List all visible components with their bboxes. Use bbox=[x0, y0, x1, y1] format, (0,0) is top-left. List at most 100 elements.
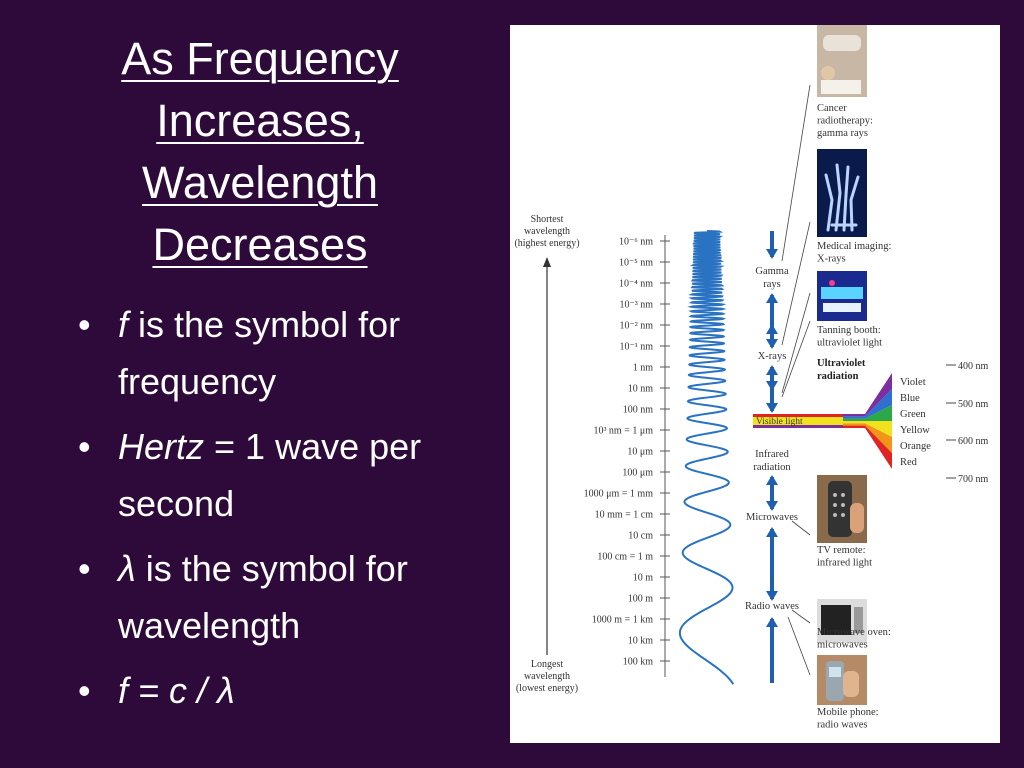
scale-label: 10 nm bbox=[628, 384, 654, 395]
scale-label: 1000 μm = 1 mm bbox=[584, 489, 654, 500]
svg-text:wavelength: wavelength bbox=[524, 671, 570, 682]
band-arrowhead bbox=[766, 381, 778, 391]
band-arrowhead bbox=[766, 365, 778, 375]
band-arrowhead bbox=[766, 403, 778, 413]
xray-hand-photo bbox=[817, 149, 867, 237]
scale-label: 1 nm bbox=[633, 363, 654, 374]
example-caption: Microwave oven: bbox=[817, 627, 891, 638]
scale-label: 10 m bbox=[633, 573, 654, 584]
example-caption: microwaves bbox=[817, 640, 868, 651]
color-name-green: Green bbox=[900, 409, 926, 420]
bullet-list: f is the symbol for frequency Hertz = 1 … bbox=[78, 296, 478, 727]
svg-text:Longest: Longest bbox=[531, 659, 563, 670]
band-labels: Gamma rays X-rays Infrared radiation Mic… bbox=[745, 266, 799, 612]
band-arrowhead bbox=[766, 249, 778, 259]
radiotherapy-photo bbox=[817, 25, 867, 97]
color-name-red: Red bbox=[900, 457, 918, 468]
nm-label: 600 nm bbox=[958, 436, 989, 447]
band-label-infrared-1: Infrared bbox=[755, 449, 790, 460]
example-caption: radio waves bbox=[817, 720, 867, 731]
svg-text:Ultraviolet: Ultraviolet bbox=[817, 358, 866, 369]
example-caption: Tanning booth: bbox=[817, 325, 881, 336]
band-arrowhead bbox=[766, 293, 778, 303]
nm-label: 500 nm bbox=[958, 399, 989, 410]
color-name-blue: Blue bbox=[900, 393, 920, 404]
spectrum-color-violet bbox=[843, 373, 892, 417]
wave-curve bbox=[678, 230, 735, 685]
svg-text:(lowest energy): (lowest energy) bbox=[516, 683, 578, 694]
visible-spectrum-fan bbox=[843, 373, 892, 469]
band-label-visible: Visible light bbox=[756, 417, 803, 427]
example-caption: TV remote: bbox=[817, 545, 866, 556]
scale-label: 10 mm = 1 cm bbox=[595, 510, 654, 521]
title-line-1: As Frequency bbox=[121, 33, 399, 84]
example-caption: Mobile phone: bbox=[817, 707, 879, 718]
band-label-gamma-1: Gamma bbox=[755, 266, 789, 277]
spectrum-color-yellow bbox=[843, 421, 892, 437]
color-name-yellow: Yellow bbox=[900, 425, 930, 436]
scale-label: 10⁻³ nm bbox=[619, 300, 653, 311]
band-arrowhead bbox=[766, 324, 778, 334]
band-label-microwaves: Microwaves bbox=[746, 512, 798, 523]
band-label-radio: Radio waves bbox=[745, 601, 799, 612]
spectrum-color-orange bbox=[843, 423, 892, 453]
svg-text:(highest energy): (highest energy) bbox=[514, 238, 579, 249]
band-arrowhead bbox=[766, 527, 778, 537]
scale-label: 1000 m = 1 km bbox=[592, 615, 653, 626]
band-label-infrared-2: radiation bbox=[753, 462, 791, 473]
scale-label: 10 μm bbox=[627, 447, 653, 458]
example-caption: infrared light bbox=[817, 558, 872, 569]
scale-label: 100 μm bbox=[622, 468, 653, 479]
bullet-formula: f = c / λ bbox=[78, 662, 478, 719]
title-line-2: Increases, bbox=[156, 95, 364, 146]
spectrum-diagram-panel: Shortest wavelength (highest energy) Lon… bbox=[510, 25, 1000, 743]
band-arrows bbox=[766, 231, 778, 683]
scale-label: 100 m bbox=[628, 594, 654, 605]
color-name-violet: Violet bbox=[900, 377, 926, 388]
mobile-phone-photo bbox=[817, 655, 867, 705]
scale-label: 100 cm = 1 m bbox=[597, 552, 653, 563]
example-caption: ultraviolet light bbox=[817, 338, 882, 349]
nm-label: 400 nm bbox=[958, 361, 989, 372]
bullet-frequency-symbol: f is the symbol for frequency bbox=[78, 296, 478, 410]
scale-label: 100 nm bbox=[623, 405, 654, 416]
longest-wavelength-label: Longest wavelength (lowest energy) bbox=[516, 659, 578, 694]
energy-arrow-head bbox=[543, 257, 551, 267]
scale-label: 10⁻⁶ nm bbox=[619, 237, 653, 248]
tv-remote-photo bbox=[817, 475, 867, 543]
example-caption: gamma rays bbox=[817, 128, 868, 139]
band-label-gamma-2: rays bbox=[763, 279, 781, 290]
example-caption: Cancer bbox=[817, 103, 847, 114]
svg-text:radiation: radiation bbox=[817, 371, 859, 382]
microwave-oven-photo bbox=[817, 599, 867, 643]
bullet-wavelength-symbol: λ is the symbol for wavelength bbox=[78, 540, 478, 654]
scale-label: 100 km bbox=[623, 657, 654, 668]
tanning-booth-photo bbox=[817, 271, 867, 321]
svg-text:Shortest: Shortest bbox=[531, 214, 564, 225]
scale-label: 10 cm bbox=[628, 531, 653, 542]
scale-label: 10⁻¹ nm bbox=[619, 342, 653, 353]
shortest-wavelength-label: Shortest wavelength (highest energy) bbox=[514, 214, 579, 249]
leader-lines bbox=[781, 84, 811, 676]
band-arrowhead bbox=[766, 339, 778, 349]
title-line-4: Decreases bbox=[152, 219, 368, 270]
example-caption: X-rays bbox=[817, 254, 846, 265]
band-arrowhead bbox=[766, 591, 778, 601]
scale-label: 10⁻⁵ nm bbox=[619, 258, 653, 269]
title-line-3: Wavelength bbox=[142, 157, 378, 208]
band-label-uv: Ultraviolet radiation bbox=[817, 358, 866, 382]
band-label-xrays: X-rays bbox=[758, 351, 787, 362]
scale-label: 10⁻⁴ nm bbox=[619, 279, 653, 290]
example-caption: radiotherapy: bbox=[817, 116, 873, 127]
slide-title: As Frequency Increases, Wavelength Decre… bbox=[60, 28, 460, 276]
band-arrowhead bbox=[766, 501, 778, 511]
color-name-orange: Orange bbox=[900, 441, 931, 452]
spectrum-color-green bbox=[843, 405, 892, 421]
nm-label: 700 nm bbox=[958, 474, 989, 485]
svg-text:wavelength: wavelength bbox=[524, 226, 570, 237]
example-caption: Medical imaging: bbox=[817, 241, 891, 252]
scale-label: 10³ nm = 1 μm bbox=[593, 426, 653, 437]
